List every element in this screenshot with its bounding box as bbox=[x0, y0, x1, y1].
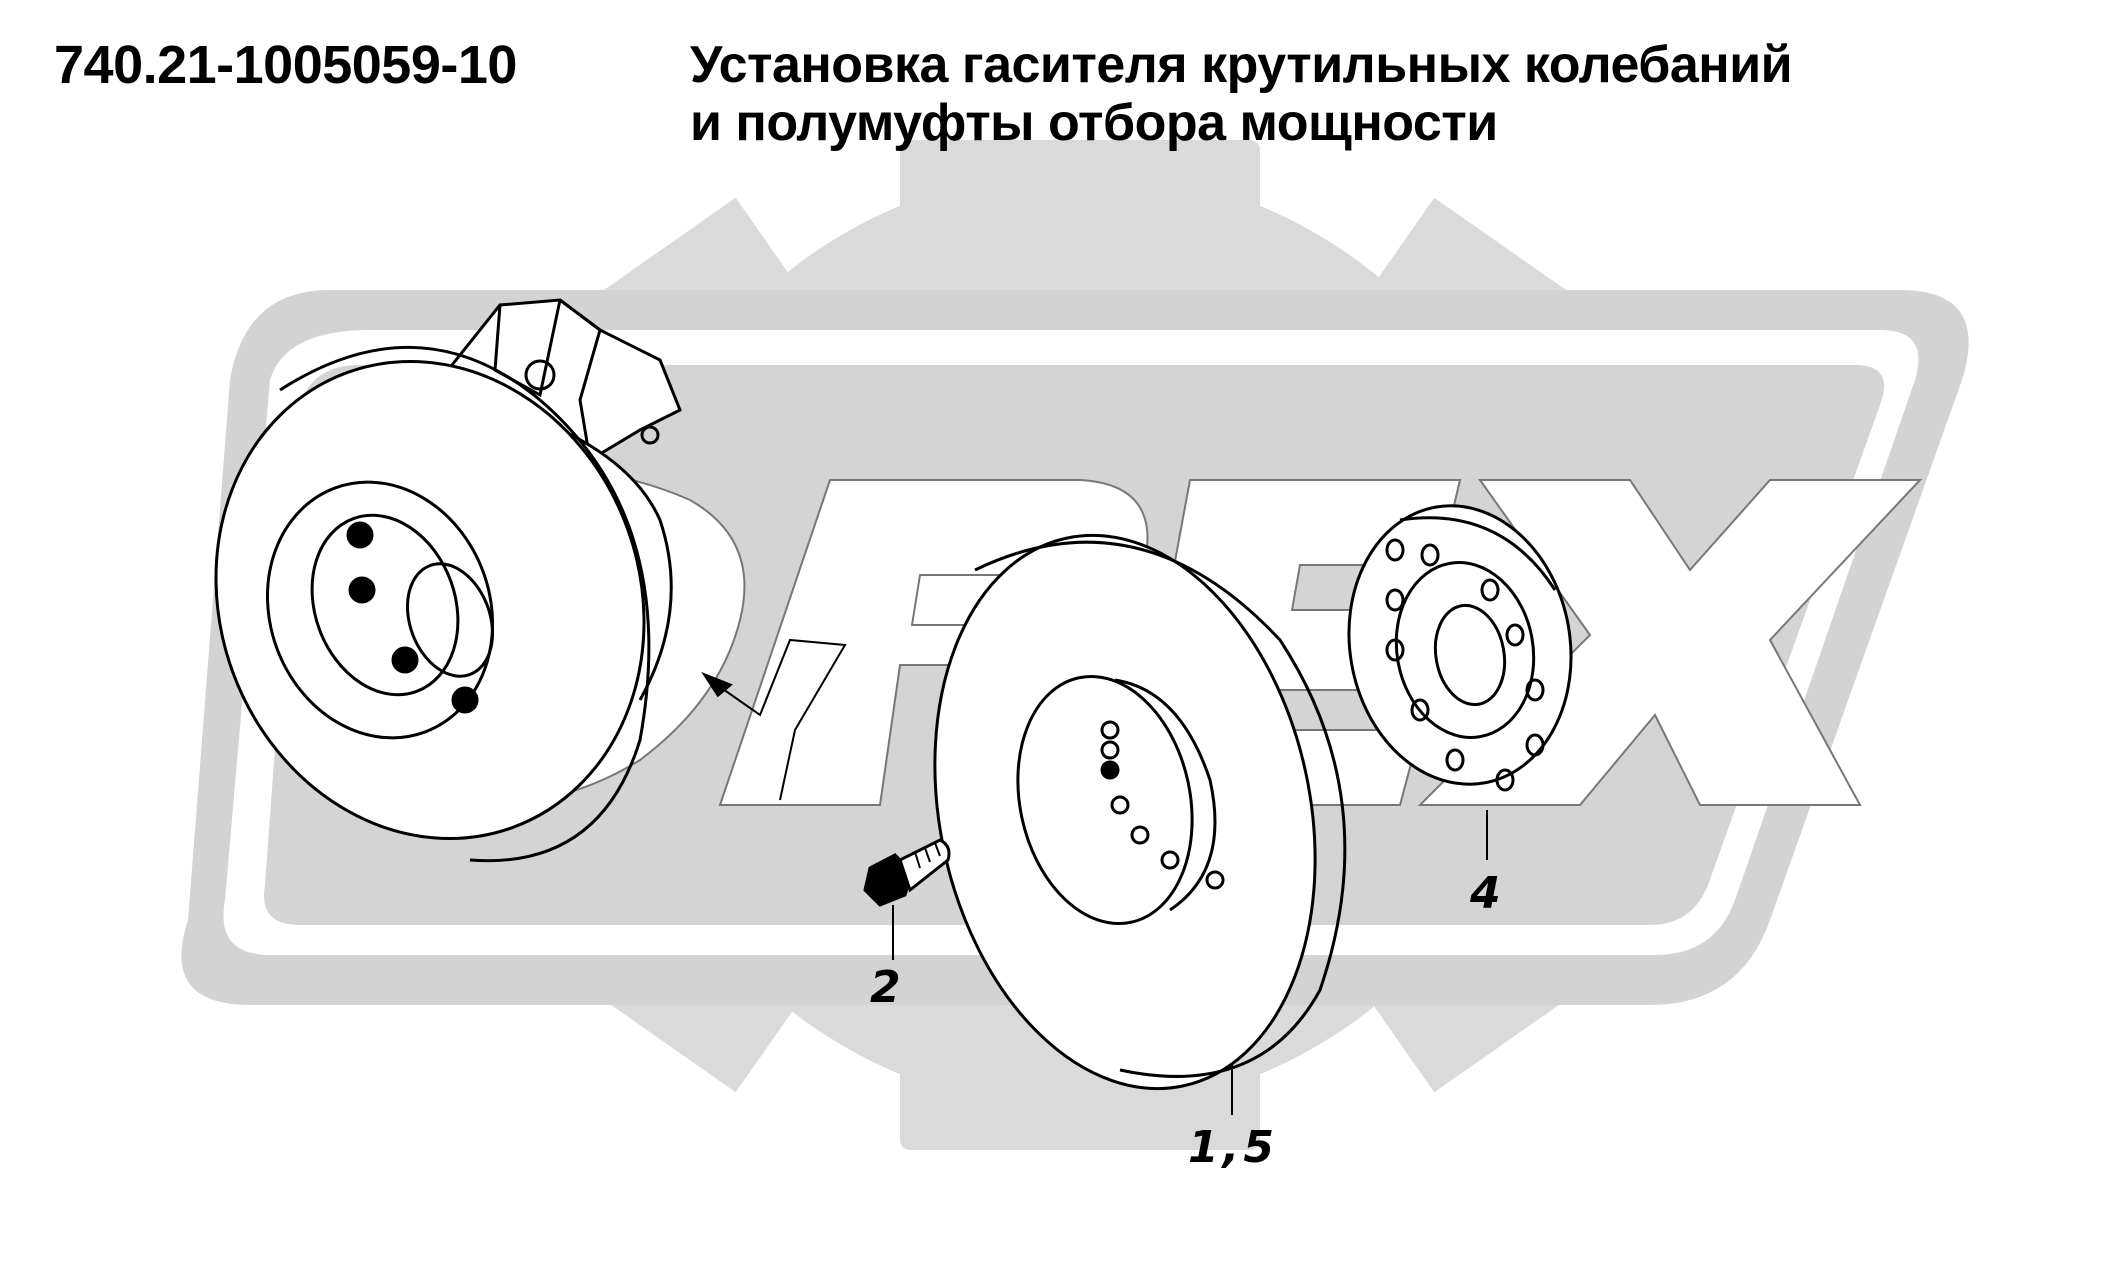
torsional-damper-exploded bbox=[933, 533, 1347, 1091]
callout-item-1-5: 1,5 bbox=[1188, 1122, 1278, 1173]
coupling-bolt-holes bbox=[1385, 538, 1545, 792]
damper-disc-inner bbox=[1016, 674, 1194, 926]
callout-item-4: 4 bbox=[1470, 868, 1505, 919]
bolt-head bbox=[863, 853, 914, 907]
damper-hub bbox=[310, 513, 460, 697]
damper-spline-bore bbox=[405, 562, 495, 678]
damper-bolts bbox=[346, 521, 479, 714]
power-takeoff-half-coupling bbox=[1347, 504, 1573, 792]
title-line-1: Установка гасителя крутильных колебаний bbox=[690, 36, 1793, 94]
diagram-title: Установка гасителя крутильных колебаний … bbox=[690, 36, 1793, 152]
bracket-hole bbox=[524, 359, 556, 391]
assembly-arrow-leader bbox=[709, 638, 847, 801]
callout-item-2: 2 bbox=[870, 962, 905, 1013]
bolt-part bbox=[863, 838, 951, 907]
part-number: 740.21-1005059-10 bbox=[54, 35, 517, 95]
bolt-shank bbox=[898, 838, 951, 893]
title-line-2: и полумуфты отбора мощности bbox=[690, 94, 1498, 152]
coupling-hub bbox=[1394, 561, 1536, 739]
damper-assembly-installed bbox=[214, 298, 847, 863]
coupling-spline-bore bbox=[1433, 603, 1507, 707]
leader-lines bbox=[892, 810, 1488, 1115]
damper-disc-holes bbox=[1100, 720, 1225, 890]
